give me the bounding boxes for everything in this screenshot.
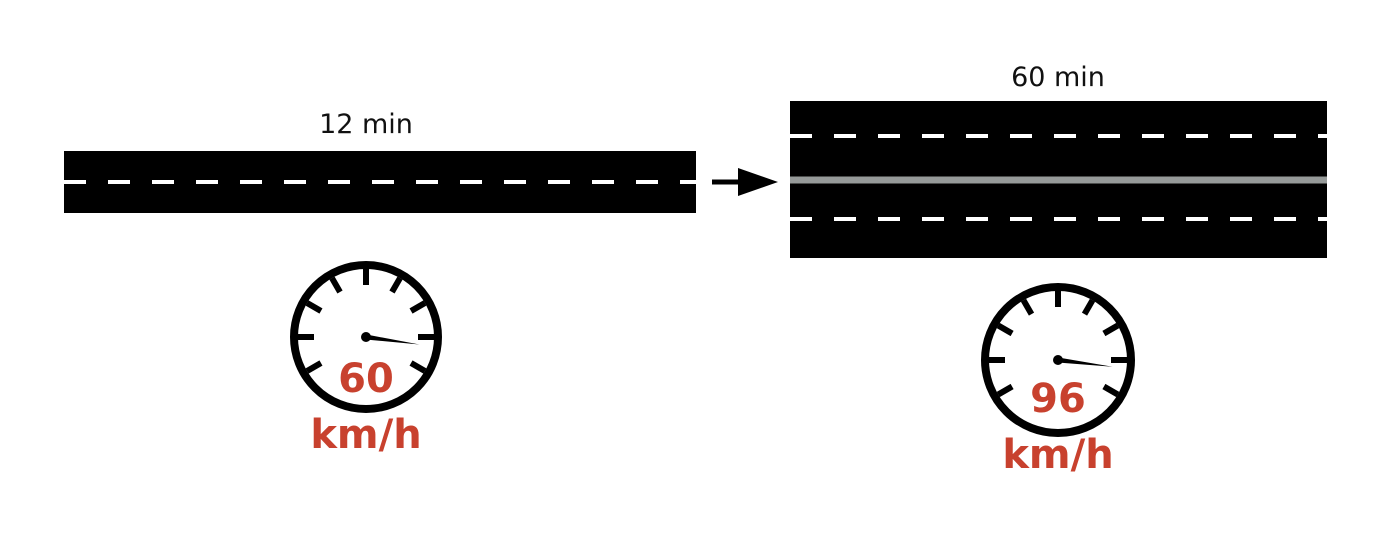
- gauge-tick: [996, 383, 1014, 398]
- right-arrow-icon: [712, 168, 778, 196]
- gauge-tick: [329, 276, 343, 294]
- before-speed-value: 60: [338, 356, 394, 402]
- gauge-needle: [1057, 357, 1113, 367]
- before-time-label: 12 min: [319, 109, 413, 140]
- before-section: 12 min 60 km/h: [64, 109, 696, 458]
- four-lane-road: [790, 101, 1327, 258]
- two-lane-road: [64, 151, 696, 213]
- gauge-rim: [290, 261, 442, 413]
- gauge-tick: [1020, 298, 1035, 316]
- after-section: 60 min 96 km/h: [790, 62, 1327, 478]
- after-speed-value: 96: [1030, 376, 1086, 422]
- before-speed-unit: km/h: [310, 412, 421, 458]
- gauge-tick: [389, 276, 403, 294]
- after-speed-unit: km/h: [1002, 432, 1113, 478]
- gauge-hub: [1053, 355, 1063, 365]
- gauge-needle: [365, 334, 420, 345]
- gauge-tick: [409, 360, 427, 374]
- gauge-tick: [409, 300, 427, 314]
- gauge-tick: [996, 322, 1014, 337]
- gauge-hub: [361, 332, 371, 342]
- gauge-tick: [305, 300, 323, 314]
- gauge-rim: [981, 283, 1135, 437]
- speedometer-icon: [981, 283, 1135, 437]
- speedometer-icon: [290, 261, 442, 413]
- gauge-tick: [1102, 383, 1120, 398]
- after-time-label: 60 min: [1011, 62, 1105, 93]
- gauge-tick: [305, 360, 323, 374]
- gauge-tick: [1081, 298, 1096, 316]
- gauge-tick: [1102, 322, 1120, 337]
